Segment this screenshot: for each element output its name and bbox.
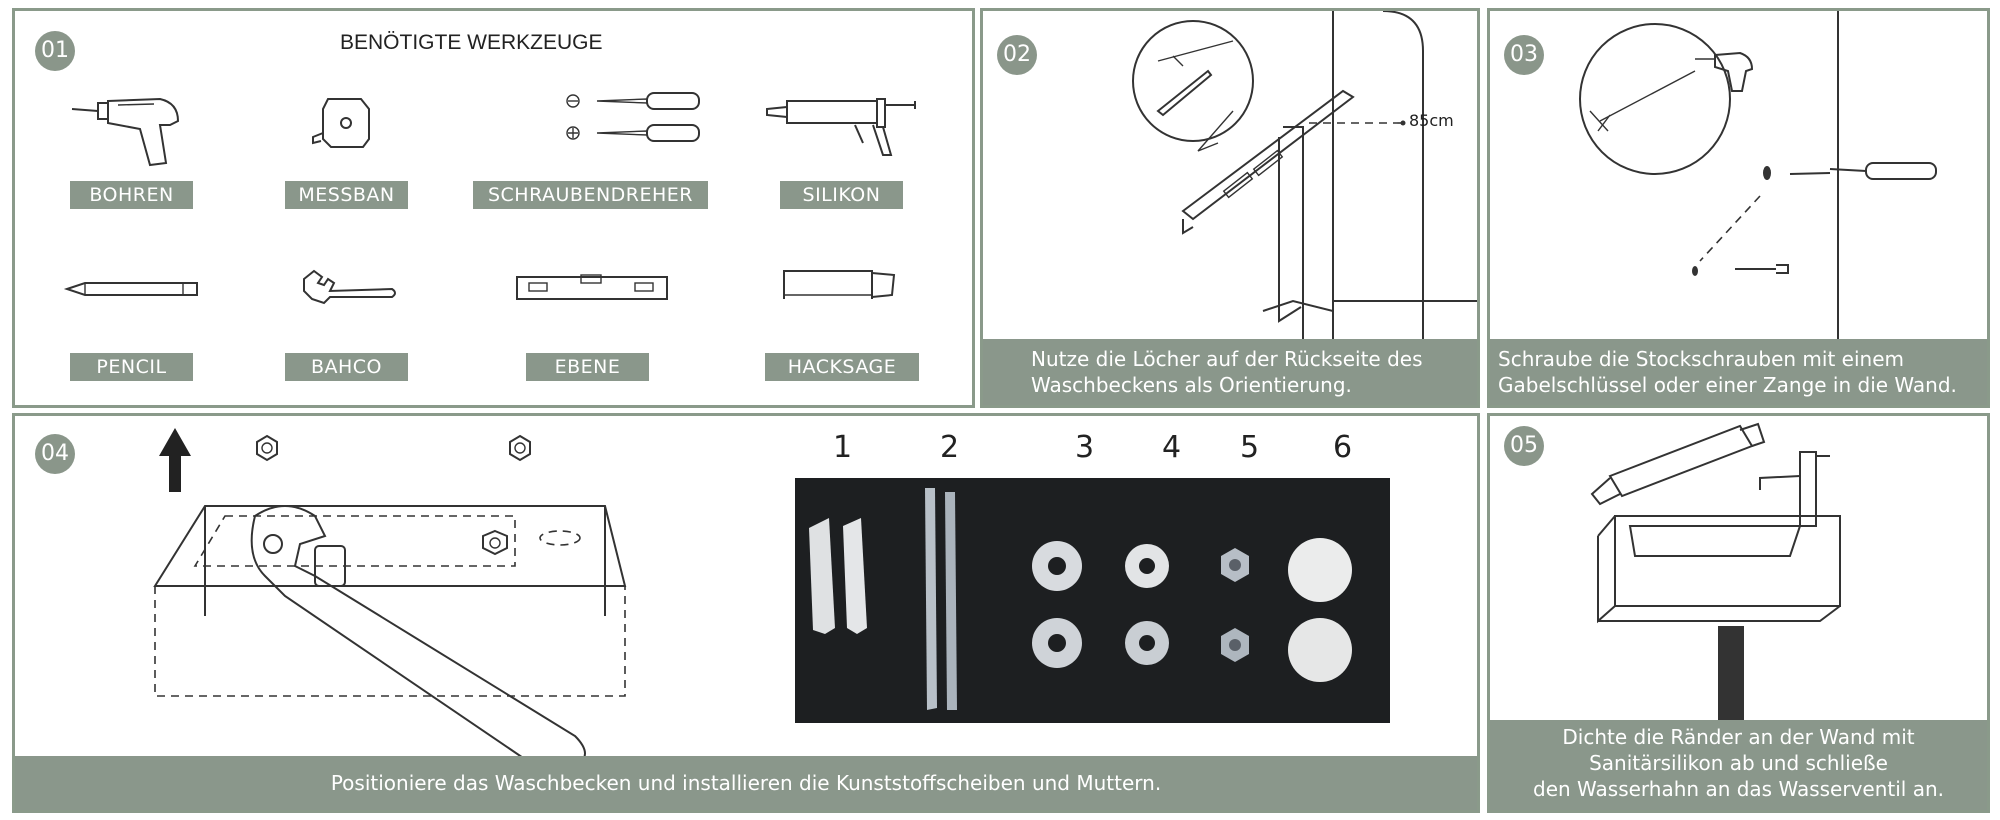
tool-label: MESSBAN <box>285 181 408 209</box>
caption-line: Waschbeckens als Orientierung. <box>1031 373 1352 397</box>
step-number: 01 <box>35 31 75 71</box>
drill-icon <box>71 97 180 167</box>
step-number: 03 <box>1504 35 1544 75</box>
tool-label: HACKSAGE <box>765 353 919 381</box>
arrow-up-icon <box>159 428 191 492</box>
hacksaw-icon <box>783 270 896 299</box>
panel-step-05: 05 Dichte die Ränder an der Wand mit San… <box>1487 413 1990 813</box>
tool-label: EBENE <box>526 353 649 381</box>
panel-tools: 01 BENÖTIGTE WERKZEUGE BOHREN MESSBAN SC… <box>12 8 975 408</box>
parts-photo <box>795 478 1390 723</box>
part-number: 2 <box>940 430 960 465</box>
part-number: 6 <box>1333 430 1353 465</box>
part-number: 1 <box>833 430 853 465</box>
panel-step-04: 04 1 2 3 4 5 6 <box>12 413 1480 813</box>
sealing-illustration <box>1590 422 1841 726</box>
hardware-parts-image <box>809 488 1352 710</box>
part-number: 5 <box>1240 430 1260 465</box>
caption-line: den Wasserhahn an das Wasserventil an. <box>1533 777 1944 801</box>
caption-line: Nutze die Löcher auf der Rückseite des <box>1031 347 1423 371</box>
tool-label: BOHREN <box>70 181 193 209</box>
step-number: 02 <box>997 35 1037 75</box>
step-number: 04 <box>35 434 75 474</box>
step-caption: Schraube die Stockschrauben mit einem Ga… <box>1490 339 1987 405</box>
sink-wrench-illustration <box>153 434 627 767</box>
spirit-level-icon <box>516 274 668 300</box>
caption-line: Dichte die Ränder an der Wand mit <box>1562 725 1915 749</box>
part-number: 3 <box>1075 430 1095 465</box>
tape-measure-icon <box>312 98 370 148</box>
part-number: 4 <box>1162 430 1182 465</box>
tool-label: PENCIL <box>70 353 193 381</box>
caulk-gun-icon <box>766 98 916 156</box>
step-caption: Dichte die Ränder an der Wand mit Sanitä… <box>1490 720 1987 810</box>
tool-label: BAHCO <box>285 353 408 381</box>
caption-line: Gabelschlüssel oder einer Zange in die W… <box>1498 373 1957 397</box>
step-caption: Positioniere das Waschbecken und install… <box>15 756 1477 810</box>
panel-step-02: 02 85cm Nutze die Löcher auf der Rücksei… <box>980 8 1480 408</box>
wall-bracket-illustration <box>1132 11 1477 341</box>
caption-line: Sanitärsilikon ab und schließe <box>1589 751 1888 775</box>
step-caption: Nutze die Löcher auf der Rückseite des W… <box>983 339 1477 405</box>
tool-label: SILIKON <box>780 181 903 209</box>
pencil-icon <box>63 282 198 296</box>
wrench-icon <box>303 269 396 305</box>
caption-line: Schraube die Stockschrauben mit einem <box>1498 347 1904 371</box>
panel-step-03: 03 Schraube die Stockschrauben mit einem… <box>1487 8 1990 408</box>
panel-title: BENÖTIGTE WERKZEUGE <box>340 31 603 54</box>
step-number: 05 <box>1504 426 1544 466</box>
height-measurement: 85cm <box>1409 111 1454 130</box>
drilling-illustration <box>1579 11 1937 341</box>
screwdriver-icon <box>566 92 700 142</box>
tool-label: SCHRAUBENDREHER <box>473 181 708 209</box>
